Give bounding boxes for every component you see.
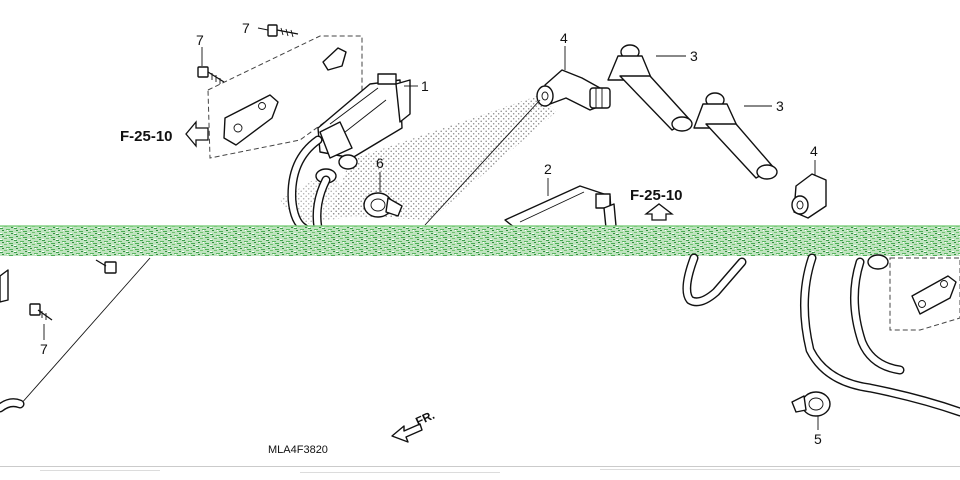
bolt-left-mid bbox=[95, 259, 117, 274]
bolt-left-lower bbox=[29, 303, 53, 321]
callout-2: 2 bbox=[544, 161, 552, 177]
lower-right-harness bbox=[800, 253, 960, 417]
callout-3-second: 3 bbox=[776, 98, 784, 114]
callout-4-upper: 4 bbox=[560, 30, 568, 46]
coil-bracket bbox=[223, 94, 279, 146]
lower-left-hose bbox=[0, 398, 25, 413]
bracket-outline-lower bbox=[889, 257, 960, 331]
reference-right-arrow bbox=[644, 203, 674, 221]
plug-cap-3-first bbox=[607, 44, 693, 132]
reference-left: F-25-10 bbox=[120, 128, 173, 145]
bolt-left-upper bbox=[197, 66, 225, 84]
reference-left-arrow bbox=[185, 120, 209, 148]
callout-7-left: 7 bbox=[196, 32, 204, 48]
callout-leaders bbox=[43, 27, 819, 430]
bracket-clip bbox=[322, 47, 347, 71]
callout-3-first: 3 bbox=[690, 48, 698, 64]
lower-bracket-plate bbox=[911, 275, 957, 315]
reference-right: F-25-10 bbox=[630, 187, 683, 204]
callout-6: 6 bbox=[376, 155, 384, 171]
lower-left-lead bbox=[19, 257, 151, 406]
callout-1: 1 bbox=[421, 78, 429, 94]
lower-middle-hose bbox=[682, 253, 747, 307]
long-lead-line bbox=[424, 99, 541, 226]
scan-noise-band-edge bbox=[0, 225, 960, 227]
ignition-coil-1 bbox=[315, 73, 411, 184]
wire-clamp-6 bbox=[363, 192, 403, 218]
front-direction-marker: FR. bbox=[391, 408, 437, 443]
plug-cap-3-second bbox=[693, 92, 778, 180]
plug-cap-4-right bbox=[791, 173, 827, 219]
bottom-scan-noise bbox=[0, 466, 960, 473]
coil-wire-harness bbox=[287, 135, 331, 233]
wire-clamp-5 bbox=[791, 391, 831, 417]
callout-5: 5 bbox=[814, 431, 822, 447]
lower-left-fragment bbox=[0, 269, 9, 303]
drawing-code: MLA4F3820 bbox=[268, 444, 328, 456]
callout-7-top: 7 bbox=[242, 20, 250, 36]
plug-cap-4-upper bbox=[536, 69, 611, 111]
svg-text:FR.: FR. bbox=[413, 408, 436, 429]
stipple-zone-upper bbox=[330, 95, 556, 220]
callout-7-lower: 7 bbox=[40, 341, 48, 357]
callout-4-right: 4 bbox=[810, 143, 818, 159]
scan-noise-band bbox=[0, 226, 960, 256]
bolt-upper bbox=[267, 24, 299, 38]
